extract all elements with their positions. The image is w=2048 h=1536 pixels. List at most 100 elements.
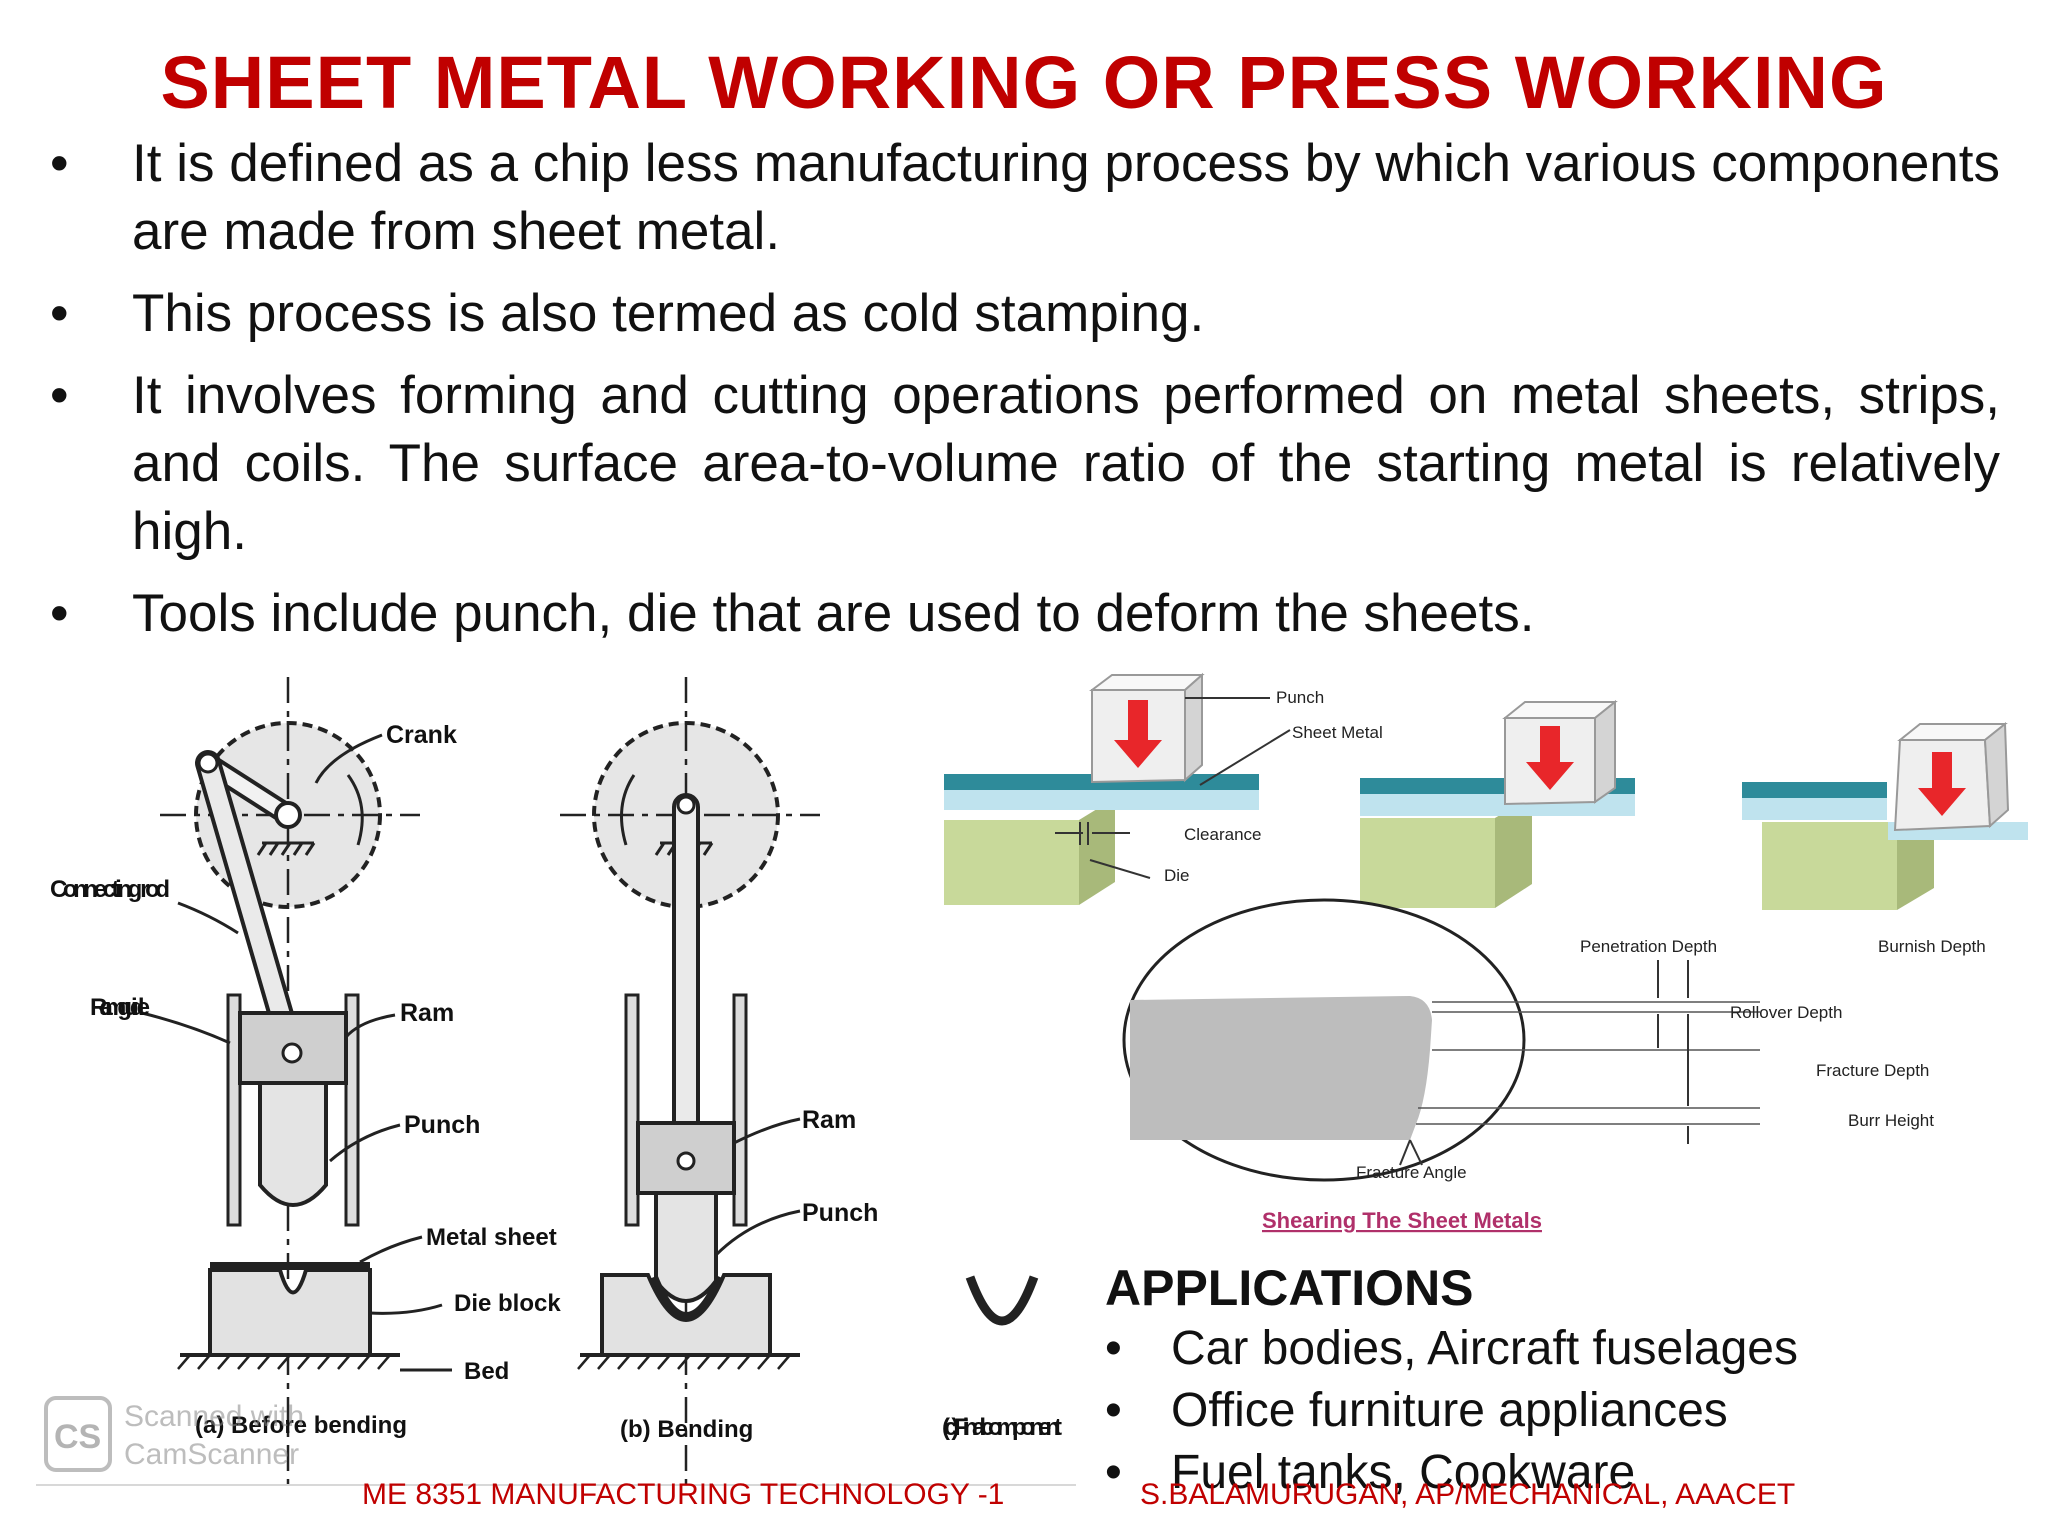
dim-line bbox=[1409, 1139, 1423, 1166]
bullet-item: • Tools include punch, die that are used … bbox=[50, 580, 2000, 648]
applications-section: APPLICATIONS • Car bodies, Aircraft fusel… bbox=[1105, 1258, 1905, 1504]
label-die: Die bbox=[1164, 866, 1190, 885]
bed-hatch bbox=[577, 1354, 791, 1370]
ram-pin bbox=[676, 1151, 696, 1171]
leader bbox=[141, 1011, 231, 1045]
label-clearance: Clearance bbox=[1184, 825, 1262, 844]
application-item: • Fuel tanks, Cookware bbox=[1105, 1442, 1905, 1504]
label-die-block: Die block bbox=[454, 1290, 561, 1317]
footer-author: S.BALAMURUGAN, AP/MECHANICAL, AAACET bbox=[1140, 1478, 1796, 1511]
label-bed: Bed bbox=[464, 1358, 509, 1385]
label-ram-a: Ram bbox=[400, 999, 454, 1027]
camscanner-logo-icon: CS Scanned with CamScanner bbox=[44, 1396, 304, 1472]
press-bending-diagram: Crank Connecting rod Ram guide Ram Punch… bbox=[50, 677, 1062, 1485]
label-metal-sheet: Metal sheet bbox=[426, 1224, 557, 1251]
dim-line bbox=[1399, 1139, 1411, 1166]
leader bbox=[344, 1013, 396, 1039]
label-rollover-depth: Rollover Depth bbox=[1730, 1003, 1842, 1022]
label-punch-a: Punch bbox=[404, 1111, 480, 1139]
punch-block-top bbox=[1089, 674, 1205, 691]
label-ram-b: Ram bbox=[802, 1106, 856, 1134]
caption-b: (b) Bending bbox=[620, 1416, 753, 1443]
shearing-caption: Shearing The Sheet Metals bbox=[1262, 1208, 1542, 1233]
label-connecting-rod: Connecting rod bbox=[50, 876, 170, 903]
die bbox=[1360, 818, 1495, 908]
applications-list: • Car bodies, Aircraft fuselages • Office … bbox=[1105, 1318, 1905, 1504]
application-text: Car bodies, Aircraft fuselages bbox=[1171, 1322, 1798, 1375]
down-arrow-icon bbox=[1526, 726, 1574, 790]
bullet-dot: • bbox=[50, 134, 69, 193]
footer-divider bbox=[36, 1484, 1076, 1486]
connecting-rod bbox=[199, 754, 301, 1062]
application-text: Fuel tanks, Cookware bbox=[1171, 1446, 1636, 1499]
bullet-text: It involves forming and cutting operatio… bbox=[132, 366, 2000, 561]
sheet-bottom bbox=[944, 788, 1259, 810]
bullet-text: Tools include punch, die that are used t… bbox=[132, 584, 1535, 643]
rod-pin bbox=[676, 795, 696, 815]
punch-a bbox=[258, 1081, 328, 1207]
leader bbox=[1089, 859, 1151, 879]
crank-pivot bbox=[274, 801, 302, 829]
leader bbox=[359, 1235, 423, 1264]
label-penetration-depth: Penetration Depth bbox=[1580, 937, 1717, 956]
bullet-dot: • bbox=[1105, 1322, 1122, 1375]
die-side bbox=[1079, 798, 1115, 905]
die-side bbox=[1495, 796, 1532, 908]
die-block-a bbox=[208, 1268, 372, 1357]
down-arrow-icon bbox=[1918, 752, 1966, 816]
bullet-dot: • bbox=[1105, 1384, 1122, 1437]
label-burr-height: Burr Height bbox=[1848, 1111, 1934, 1130]
leader bbox=[369, 1303, 443, 1315]
label-punch: Punch bbox=[1276, 688, 1324, 707]
watermark-line1: Scanned with bbox=[124, 1400, 304, 1433]
application-text: Office furniture appliances bbox=[1171, 1384, 1728, 1437]
final-component bbox=[965, 1275, 1039, 1326]
bent-sheet bbox=[650, 1275, 724, 1320]
ram-guide-right bbox=[344, 993, 360, 1227]
application-item: • Car bodies, Aircraft fuselages bbox=[1105, 1318, 1905, 1380]
ram-guide-left bbox=[624, 993, 640, 1227]
leader bbox=[1199, 729, 1291, 786]
caption-a: (a) Before bending bbox=[195, 1412, 407, 1439]
watermark-line2: CamScanner bbox=[124, 1438, 299, 1471]
bullet-text: It is defined as a chip less manufacturi… bbox=[132, 134, 2000, 261]
leader bbox=[314, 733, 383, 784]
bullet-dot: • bbox=[50, 284, 69, 343]
label-fracture-depth: Fracture Depth bbox=[1816, 1061, 1929, 1080]
label-punch-b: Punch bbox=[802, 1199, 878, 1227]
bullet-item: • It is defined as a chip less manufactur… bbox=[50, 130, 2000, 266]
label-fracture-angle: Fracture Angle bbox=[1356, 1163, 1467, 1182]
label-crank: Crank bbox=[386, 721, 457, 749]
camscanner-watermark: CS Scanned with CamScanner bbox=[42, 1390, 362, 1495]
punch-block-side bbox=[1594, 699, 1616, 804]
label-burnish-depth: Burnish Depth bbox=[1878, 937, 1986, 956]
applications-heading: APPLICATIONS bbox=[1105, 1260, 1474, 1316]
ram-guide-right bbox=[732, 993, 748, 1227]
leader bbox=[714, 1209, 801, 1257]
leader bbox=[733, 1117, 801, 1145]
leader bbox=[177, 901, 239, 935]
footer-course: ME 8351 MANUFACTURING TECHNOLOGY -1 bbox=[362, 1478, 1005, 1511]
die bbox=[944, 820, 1079, 905]
bullet-dot: • bbox=[50, 584, 69, 643]
rod-pin bbox=[197, 752, 219, 774]
down-arrow-icon bbox=[1114, 700, 1162, 768]
bullet-item: • This process is also termed as cold sta… bbox=[50, 280, 2000, 348]
sheet-bottom bbox=[1742, 798, 1887, 820]
die-block-b bbox=[600, 1273, 772, 1357]
rotation-arrow bbox=[346, 774, 364, 846]
punch-b bbox=[654, 1191, 718, 1303]
bed-hatch bbox=[177, 1354, 391, 1370]
caption-c: (c) Final component bbox=[942, 1414, 1062, 1441]
rotation-arrow bbox=[620, 774, 636, 846]
ram-pin bbox=[281, 1042, 303, 1064]
die bbox=[1762, 822, 1897, 910]
label-ram-guide: Ram guide bbox=[90, 994, 150, 1021]
application-item: • Office furniture appliances bbox=[1105, 1380, 1905, 1442]
page-title: SHEET METAL WORKING OR PRESS WORKING bbox=[160, 41, 1888, 124]
metal-sheet bbox=[210, 1262, 370, 1270]
bullet-dot: • bbox=[1105, 1446, 1122, 1499]
bullet-text: This process is also termed as cold stam… bbox=[132, 284, 1205, 343]
punch-block-side bbox=[1983, 721, 2010, 829]
leader bbox=[329, 1123, 401, 1163]
